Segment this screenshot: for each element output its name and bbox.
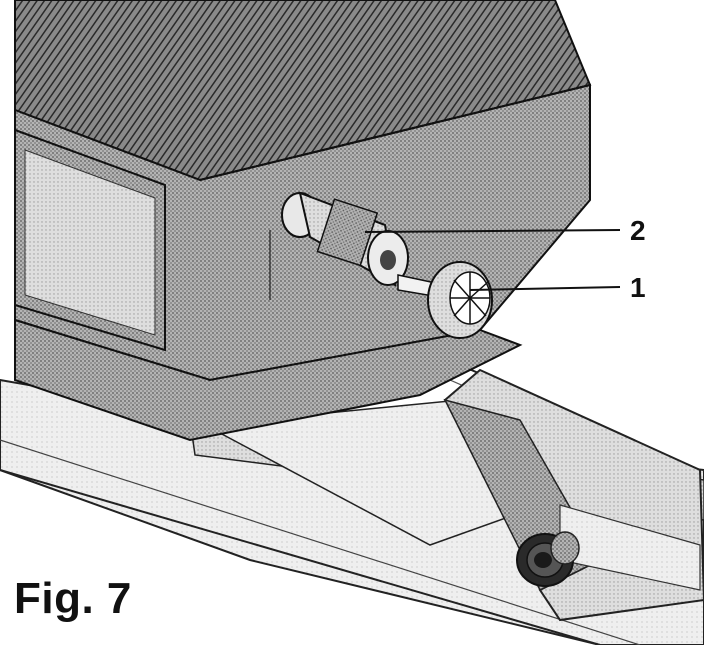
callout-number-1: 1 [630,272,646,303]
connector-nut-2 [281,191,409,287]
knurled-knob [516,531,580,587]
figure-label: Fig. 7 [14,574,132,623]
callout-number-2: 2 [630,215,646,246]
leader-line-1 [469,286,621,291]
callout-2: 2 [364,215,646,246]
callout-1: 1 [469,272,646,303]
gear-cutter-1 [427,261,493,339]
leader-line-2 [364,229,621,233]
